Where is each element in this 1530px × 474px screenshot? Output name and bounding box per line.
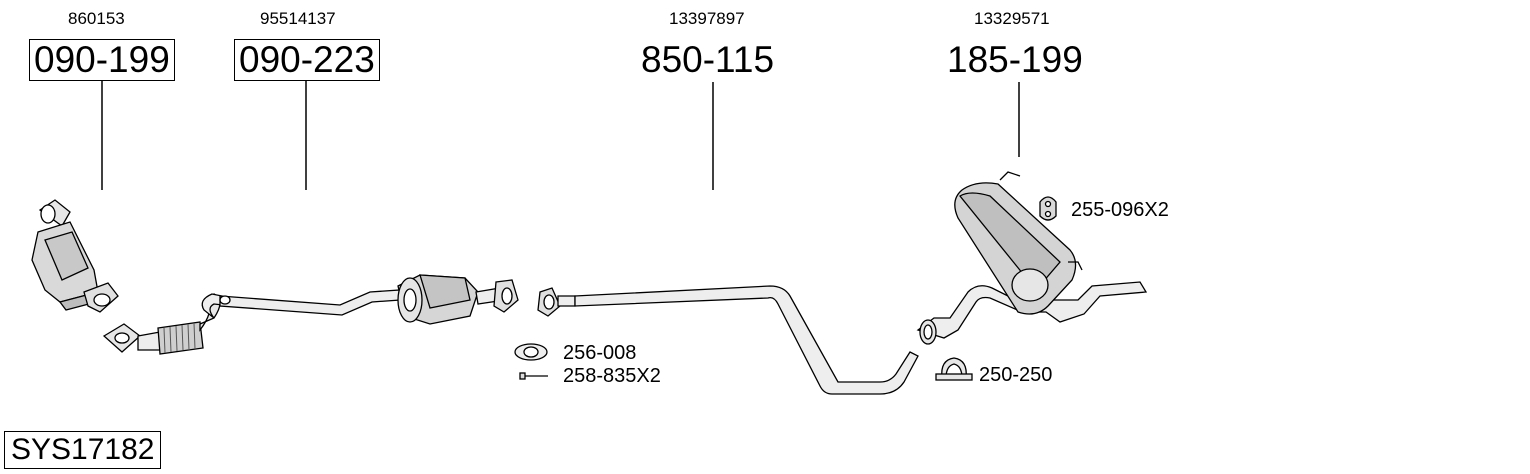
oe-number-catalyst-front: 860153 <box>68 9 125 28</box>
accessory-rubber-mount-label[interactable]: 255-096X2 <box>1071 199 1169 221</box>
part-number-catalyst-front[interactable]: 090-199 <box>29 39 175 81</box>
middle-pipe-part <box>537 285 919 395</box>
accessory-clamp-label[interactable]: 250-250 <box>979 364 1053 386</box>
accessory-bolt-label[interactable]: 258-835X2 <box>563 365 661 387</box>
front-catalyst-part <box>31 199 119 313</box>
rear-catalyst-part <box>219 274 519 325</box>
system-code: SYS17182 <box>4 431 162 469</box>
clamp-icon <box>935 357 973 381</box>
rear-silencer-part <box>916 171 1148 345</box>
part-number-catalyst-rear[interactable]: 090-223 <box>234 39 380 81</box>
rubber-mount-icon <box>1039 196 1057 221</box>
oe-number-rear-silencer: 13329571 <box>974 9 1050 28</box>
part-number-rear-silencer[interactable]: 185-199 <box>947 39 1083 80</box>
flex-pipe-part <box>102 293 233 355</box>
part-number-middle-pipe[interactable]: 850-115 <box>641 39 775 80</box>
oe-number-middle-pipe: 13397897 <box>669 9 745 28</box>
accessory-gasket-label[interactable]: 256-008 <box>563 342 637 364</box>
gasket-icon <box>514 343 548 361</box>
bolt-icon <box>519 372 548 380</box>
oe-number-catalyst-rear: 95514137 <box>260 9 336 28</box>
